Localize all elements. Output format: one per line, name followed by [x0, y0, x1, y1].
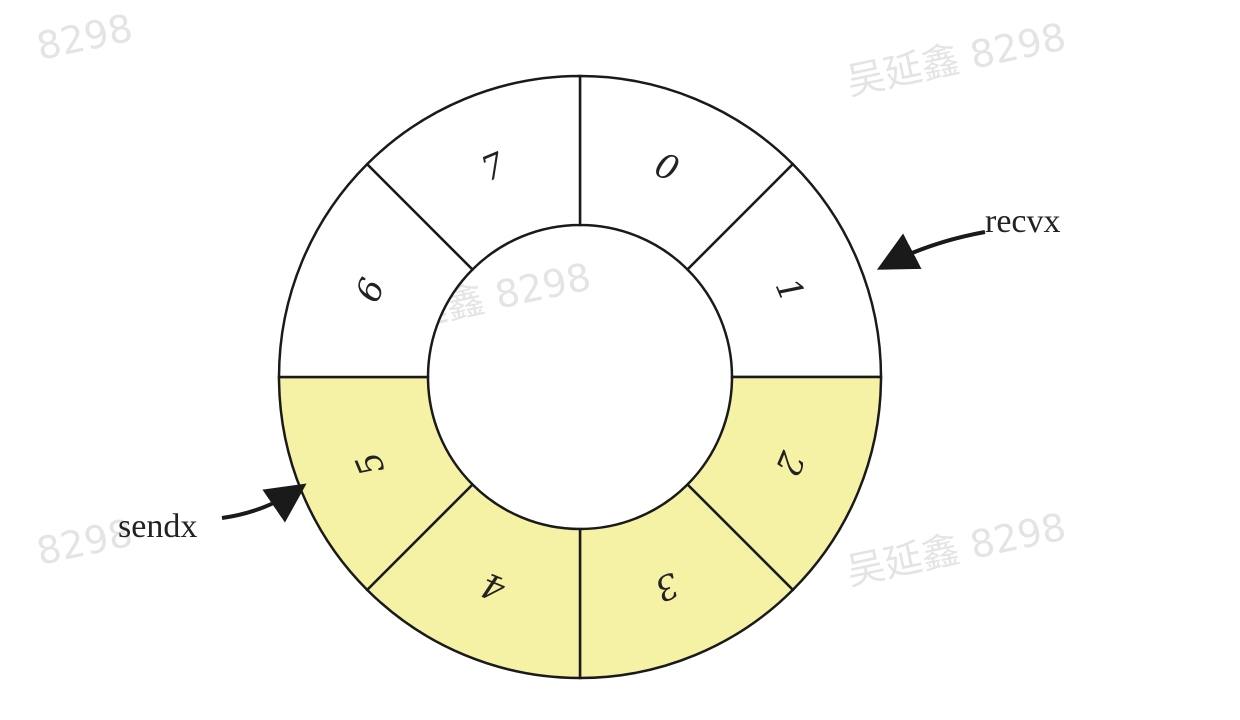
ring-segment-4	[365, 482, 582, 680]
sendx-pointer: sendx	[118, 483, 307, 545]
sendx-arrow	[221, 483, 307, 523]
sendx-label: sendx	[118, 508, 197, 545]
ring-segment-5	[277, 375, 475, 592]
ring-segment-2	[685, 375, 883, 592]
ring-segment-7	[365, 74, 582, 272]
watermark: 8298	[33, 6, 137, 69]
ring-segment-0	[578, 74, 795, 272]
recvx-pointer: recvx	[876, 203, 1061, 270]
ring-segment-1	[685, 162, 883, 379]
watermark: 吴延鑫 8298	[843, 504, 1070, 593]
ring-segment-3	[578, 482, 795, 680]
recvx-label: recvx	[985, 203, 1061, 240]
recvx-arrow	[876, 230, 986, 270]
ring-segment-6	[277, 162, 475, 379]
watermark: 吴延鑫 8298	[843, 14, 1070, 103]
